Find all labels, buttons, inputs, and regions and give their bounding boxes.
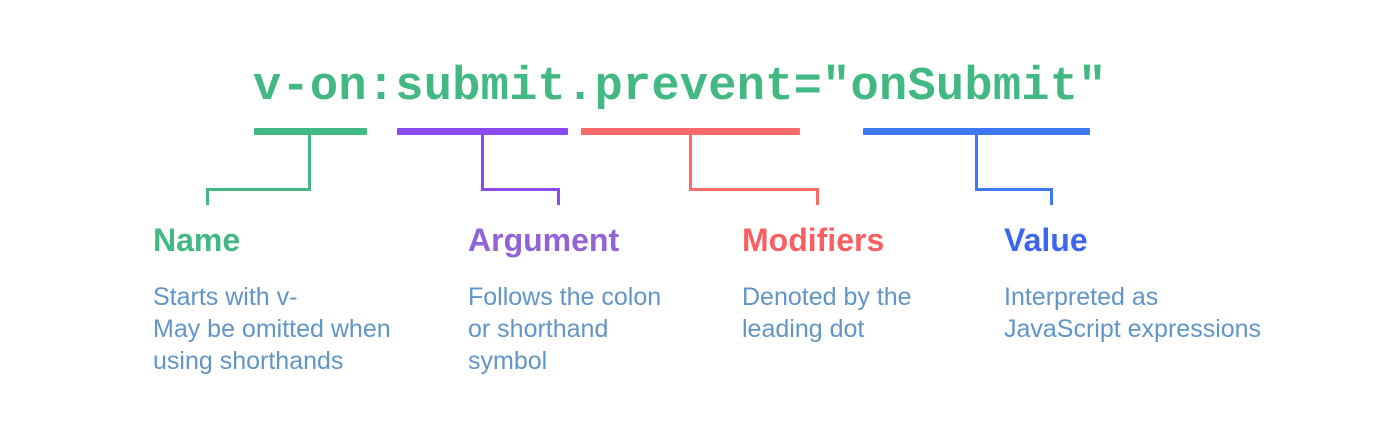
name-column: Name Starts with v- May be omitted when … bbox=[153, 222, 391, 377]
modifiers-underline-bar bbox=[581, 128, 800, 135]
argument-column: Argument Follows the colon or shorthand … bbox=[468, 222, 661, 377]
value-description: Interpreted as JavaScript expressions bbox=[1004, 281, 1261, 345]
description-line: Starts with v- bbox=[153, 283, 298, 311]
description-line: Follows the colon bbox=[468, 283, 662, 311]
value-connector-vertical bbox=[975, 134, 978, 189]
description-line: using shorthands bbox=[153, 347, 344, 375]
description-line: leading dot bbox=[742, 315, 865, 343]
description-line: JavaScript expressions bbox=[1004, 315, 1262, 343]
value-label: Value bbox=[1004, 222, 1088, 258]
modifiers-description: Denoted by the leading dot bbox=[742, 281, 912, 345]
argument-connector-vertical bbox=[481, 134, 484, 189]
directive-code: v-on:submit.prevent="onSubmit" bbox=[253, 61, 1107, 114]
argument-connector-tick bbox=[557, 188, 560, 205]
modifiers-connector-vertical bbox=[689, 134, 692, 189]
modifiers-connector-tick bbox=[816, 188, 819, 205]
name-label: Name bbox=[153, 222, 241, 258]
argument-connector-horizontal bbox=[481, 188, 560, 191]
name-underline-bar bbox=[254, 128, 367, 135]
description-line: Denoted by the bbox=[742, 283, 912, 311]
name-description: Starts with v- May be omitted when using… bbox=[153, 281, 391, 377]
modifiers-column: Modifiers Denoted by the leading dot bbox=[742, 222, 912, 345]
argument-description: Follows the colon or shorthand symbol bbox=[468, 281, 661, 377]
argument-label: Argument bbox=[468, 222, 620, 258]
name-connector-tick bbox=[206, 188, 209, 205]
modifiers-connector-horizontal bbox=[689, 188, 819, 191]
value-connector-tick bbox=[1050, 188, 1053, 205]
description-line: May be omitted when bbox=[153, 315, 391, 343]
value-column: Value Interpreted as JavaScript expressi… bbox=[1004, 222, 1261, 345]
value-connector-horizontal bbox=[975, 188, 1053, 191]
name-connector-vertical bbox=[308, 134, 311, 189]
description-line: Interpreted as bbox=[1004, 283, 1159, 311]
name-connector-horizontal bbox=[206, 188, 311, 191]
description-line: or shorthand bbox=[468, 315, 609, 343]
description-line: symbol bbox=[468, 347, 548, 375]
modifiers-label: Modifiers bbox=[742, 222, 885, 258]
argument-underline-bar bbox=[397, 128, 568, 135]
value-underline-bar bbox=[863, 128, 1090, 135]
